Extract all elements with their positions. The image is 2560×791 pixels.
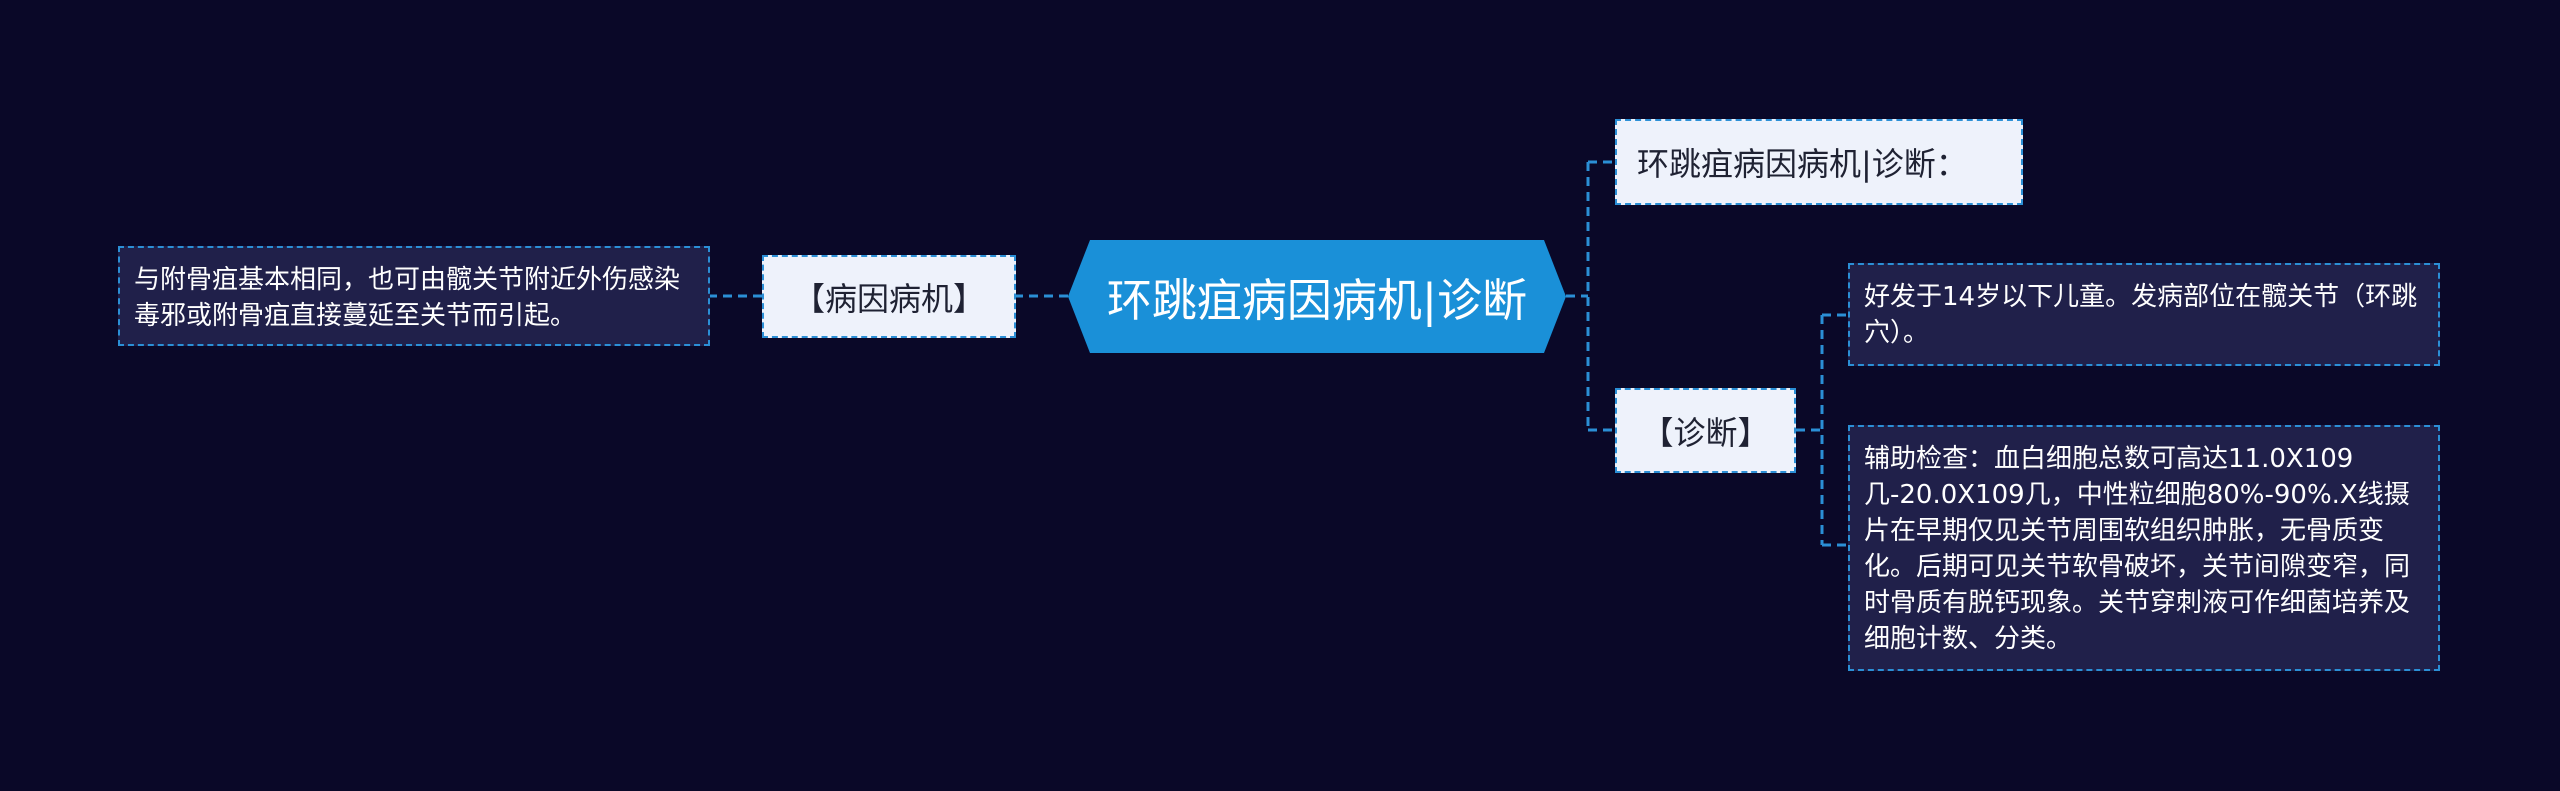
cause-detail-node[interactable]: 与附骨疽基本相同，也可由髋关节附近外伤感染毒邪或附骨疽直接蔓延至关节而引起。: [118, 246, 710, 346]
root-node[interactable]: 环跳疽病因病机|诊断: [1068, 240, 1566, 353]
cause-label: 【病因病机】: [792, 279, 985, 318]
cause-detail-text: 与附骨疽基本相同，也可由髋关节附近外伤感染毒邪或附骨疽直接蔓延至关节而引起。: [134, 265, 681, 331]
cause-node[interactable]: 【病因病机】: [762, 255, 1016, 338]
diagnosis-label: 【诊断】: [1641, 413, 1770, 452]
diagnosis-detail-1-text: 好发于14岁以下儿童。发病部位在髋关节（环跳穴）。: [1864, 282, 2418, 348]
title-repeat-node[interactable]: 环跳疽病因病机|诊断：: [1615, 119, 2023, 205]
diagnosis-detail-2-text: 辅助检查：血白细胞总数可高达11.0X109几-20.0X109几，中性粒细胞8…: [1864, 444, 2411, 654]
diagnosis-detail-2[interactable]: 辅助检查：血白细胞总数可高达11.0X109几-20.0X109几，中性粒细胞8…: [1848, 425, 2440, 671]
diagnosis-node[interactable]: 【诊断】: [1615, 388, 1796, 473]
title-repeat-label: 环跳疽病因病机|诊断：: [1637, 145, 1968, 183]
root-hexagon-shape: [1068, 240, 1566, 353]
diagnosis-detail-1[interactable]: 好发于14岁以下儿童。发病部位在髋关节（环跳穴）。: [1848, 263, 2440, 366]
root-title: 环跳疽病因病机|诊断: [1106, 274, 1528, 327]
